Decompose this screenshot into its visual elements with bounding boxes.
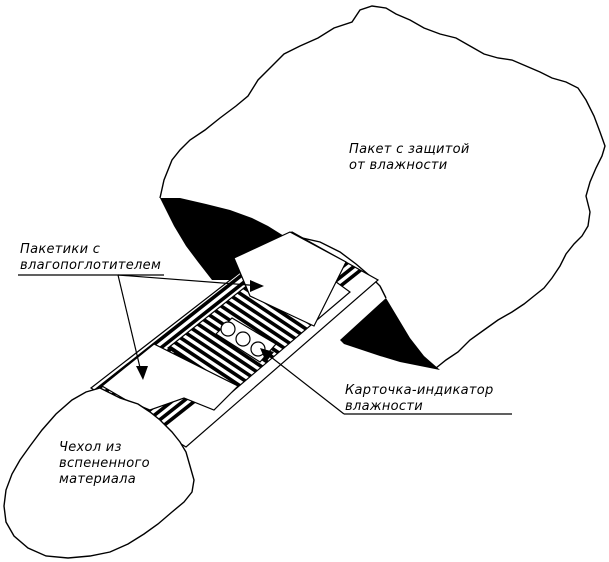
card-leader [261,349,345,415]
desiccant-label-line1: Пакетики с [20,242,101,257]
arrowhead-upper [250,280,264,292]
cover-label-line2: вспененного [59,456,150,471]
bag-black-fold-left [160,198,292,280]
strap-stripe [168,300,308,392]
arrowheads [136,280,274,380]
card-label-line2: влажности [345,399,423,414]
package-label-line1: Пакет с защитой [349,142,470,157]
foam-cover-outline [3,387,195,559]
arrowhead-lower [136,366,148,380]
card-label-line1: Карточка-индикатор [345,383,494,398]
package-label-line2: от влажности [349,158,448,173]
desiccant-label-line2: влагопоглотителем [20,258,162,273]
strap-stripe [168,294,313,392]
moisture-barrier-bag-outline [159,5,606,369]
humidity-indicator-card [215,317,277,363]
strap-stripe [168,305,304,392]
desiccant-leader-upper [117,274,263,287]
cover-label-line3: материала [59,472,136,487]
cover-label-line1: Чехол из [59,440,122,455]
bag-black-fold-right [340,298,440,370]
indicator-dot-1 [220,321,236,337]
desiccant-pouch-upper [233,231,347,327]
indicator-dot-3 [250,341,266,357]
desiccant-leader-lower [117,274,143,377]
arrowhead-card [260,348,274,362]
leader-lines [18,274,512,415]
indicator-dot-2 [235,331,251,347]
